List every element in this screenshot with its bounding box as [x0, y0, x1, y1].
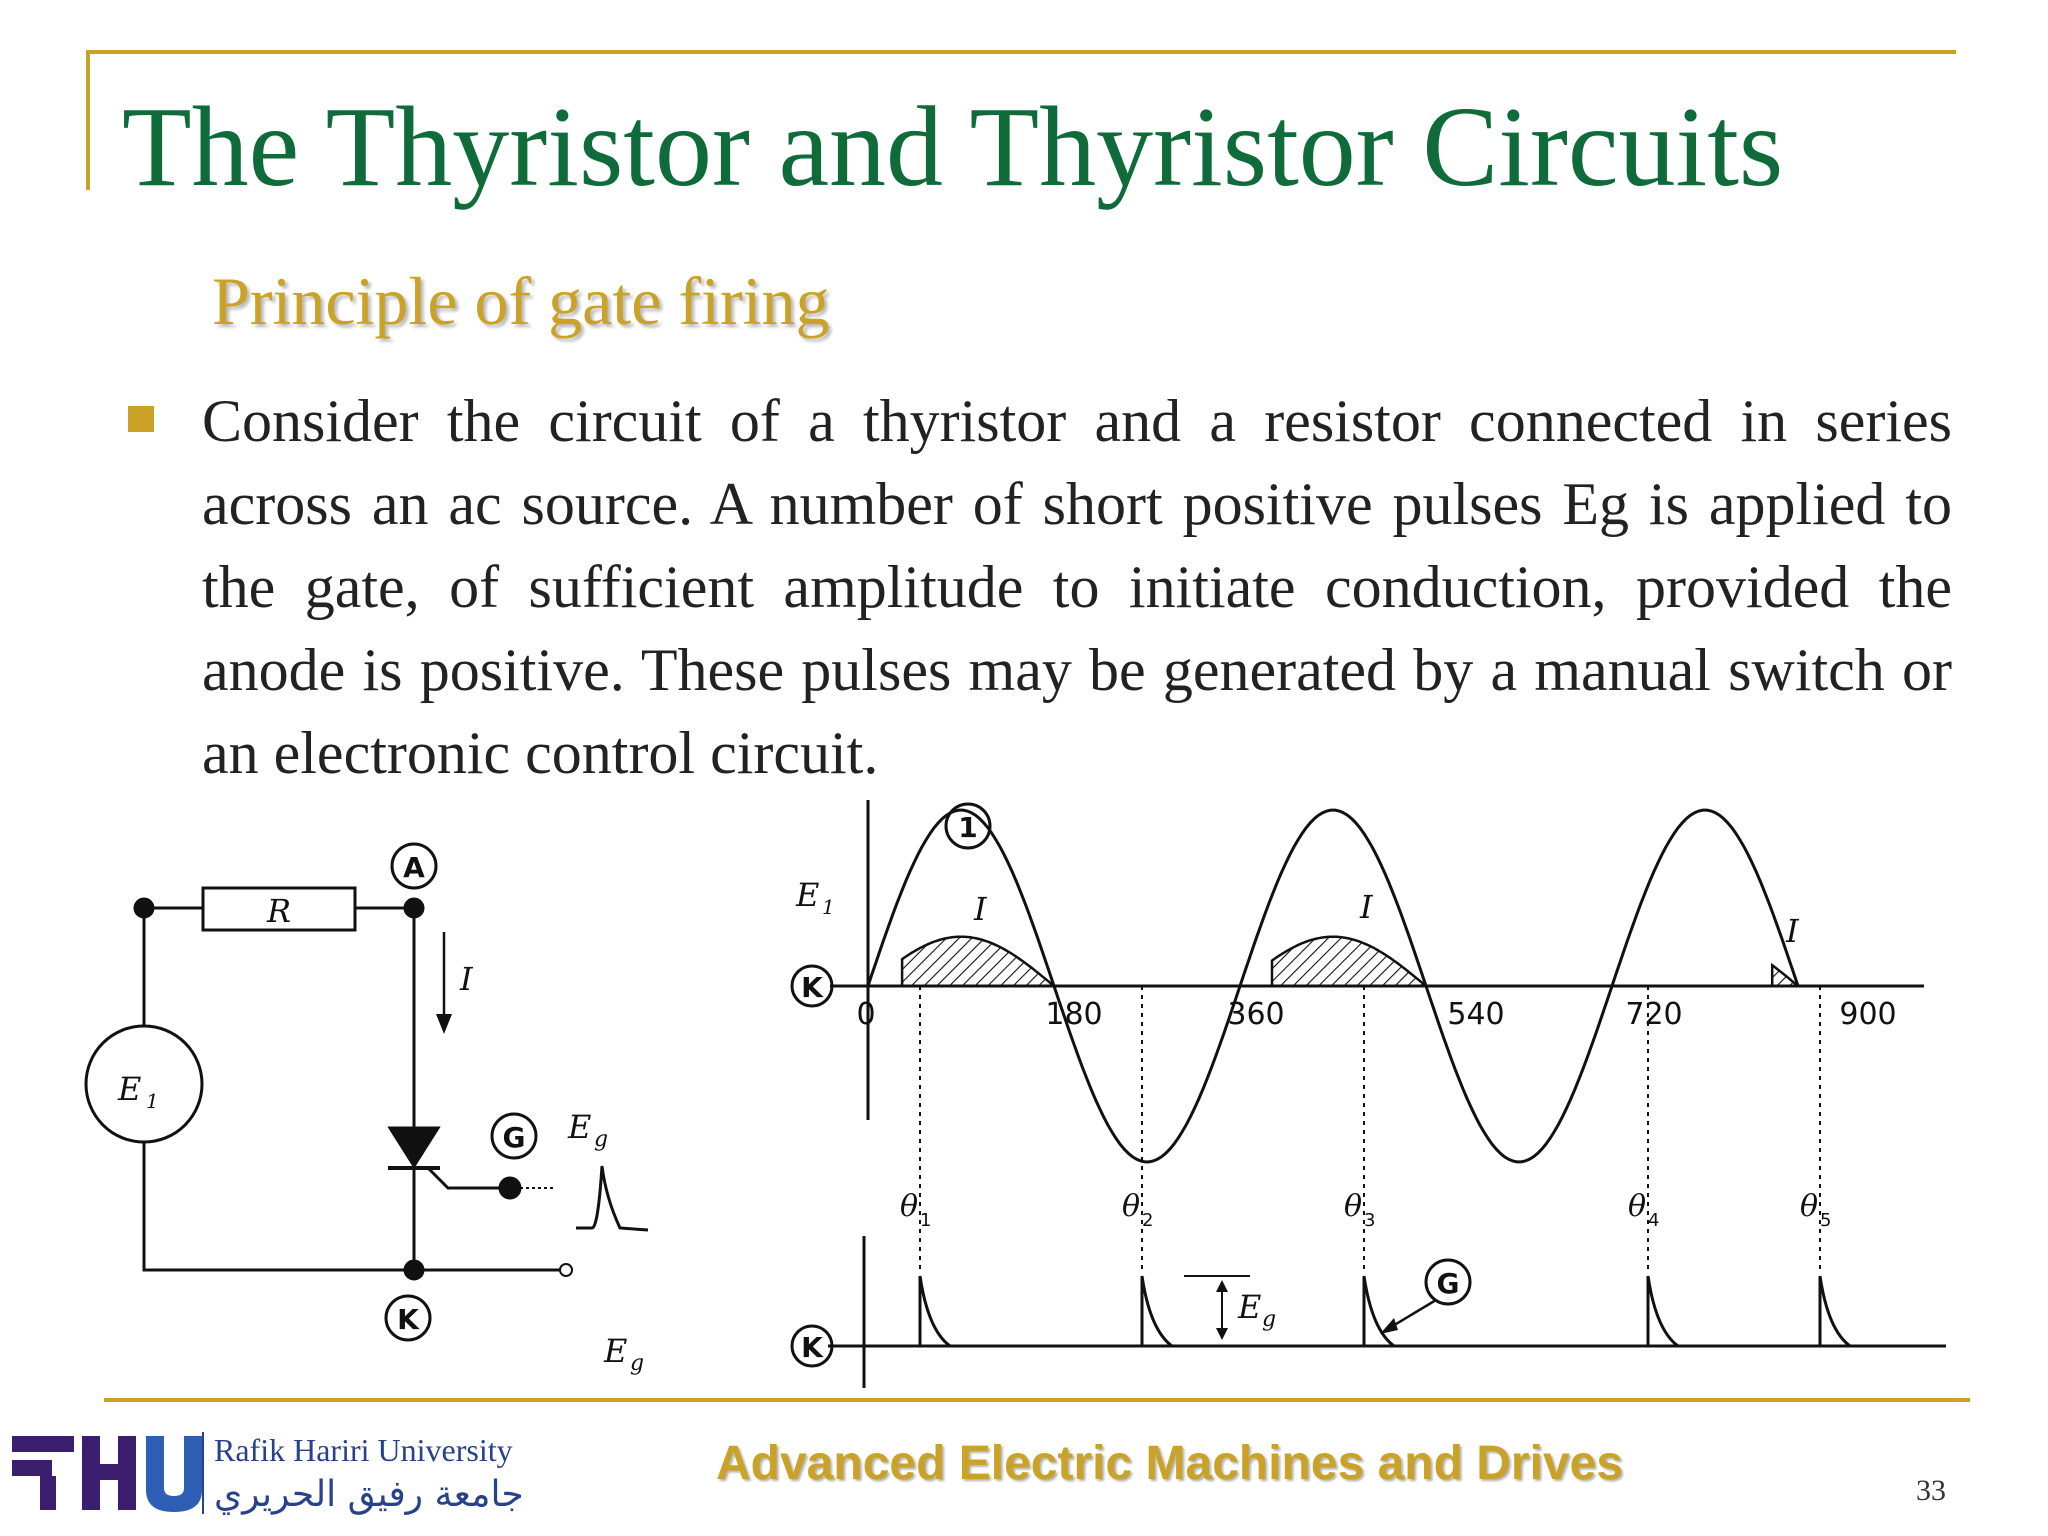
circuit-diagram [84, 842, 649, 1342]
slide-title: The Thyristor and Thyristor Circuits [122, 83, 1784, 210]
frame-left-rule [86, 50, 90, 190]
circuit-labels: R E 1 A G K I E g E g [117, 851, 644, 1376]
university-name-ar: جامعة رفيق الحريري [214, 1474, 524, 1515]
current-label-2: I [1359, 888, 1374, 926]
body-paragraph: Consider the circuit of a thyristor and … [202, 388, 1952, 786]
firing-dotted-lines [919, 986, 1821, 1272]
gate-pulse-waveform [576, 1165, 649, 1232]
gate-marker-circle [1424, 1258, 1472, 1306]
current-label-3: I [1785, 912, 1800, 950]
pulse-cathode-marker-circle [790, 1324, 834, 1368]
curve-marker-circle [944, 802, 992, 850]
frame-top-rule [86, 50, 1956, 54]
amplitude-arrow-up [1216, 1280, 1228, 1292]
firing-angle-1: θ [900, 1189, 918, 1224]
degree-tick-720: 720 [1625, 997, 1682, 1032]
source-sine-wave [866, 808, 1800, 1164]
current-label: I [459, 960, 474, 998]
gate-pulse-1 [918, 1275, 951, 1348]
amplitude-arrow-down [1216, 1328, 1228, 1340]
firing-angle-1-sub: 1 [920, 1210, 931, 1231]
degree-tick-180: 180 [1045, 997, 1102, 1032]
output-terminal [559, 1263, 573, 1277]
waveform-labels: E 1 1 K K G I I I E g [795, 811, 1800, 1364]
gate-pulse-2 [1140, 1275, 1173, 1348]
node-g-label: G [503, 1121, 526, 1154]
curve-marker-label: 1 [958, 811, 977, 844]
junction-top-left [133, 897, 155, 919]
node-a-label: A [403, 851, 425, 884]
junction-anode [403, 897, 425, 919]
wire-bottom [142, 1142, 562, 1272]
thyristor-symbol [387, 1126, 441, 1169]
pulse-cathode-label: K [801, 1331, 824, 1364]
gate-pulse-label-sub: g [594, 1127, 608, 1152]
amplitude-label: E [1237, 1288, 1261, 1326]
firing-angle-2: θ [1122, 1189, 1140, 1224]
degree-tick-360: 360 [1227, 997, 1284, 1032]
gate-pulse-5 [1818, 1275, 1851, 1348]
output-label: E [603, 1332, 627, 1370]
degree-tick-540: 540 [1447, 997, 1504, 1032]
university-logo [12, 1436, 202, 1512]
firing-angle-3: θ [1344, 1189, 1362, 1224]
resistor-label: R [266, 892, 291, 930]
source-label: E [117, 1070, 141, 1108]
current-arrowhead [436, 1014, 452, 1034]
firing-angle-5: θ [1800, 1189, 1818, 1224]
degree-tick-labels: 0 180 360 540 720 900 [856, 997, 1896, 1032]
page-number: 33 [1916, 1474, 1946, 1507]
gate-terminal-dot [498, 1176, 522, 1200]
bullet-marker [128, 406, 154, 432]
current-label-1: I [973, 890, 988, 928]
firing-angle-5-sub: 5 [1820, 1210, 1831, 1231]
firing-angle-4-sub: 4 [1648, 1210, 1659, 1231]
slide-subtitle: Principle of gate firing [212, 263, 830, 339]
gate-pulse-label: E [567, 1108, 591, 1146]
amplitude-label-sub: g [1262, 1307, 1276, 1332]
voltage-label-sub: 1 [822, 895, 835, 919]
conduction-region-2 [1270, 935, 1430, 988]
university-name-en: Rafik Hariri University [214, 1432, 513, 1468]
ac-source [84, 1024, 204, 1144]
output-label-sub: g [630, 1351, 644, 1376]
node-a-circle [390, 842, 438, 890]
resistor [201, 886, 357, 932]
gate-marker-arrowhead [1380, 1318, 1398, 1334]
conduction-region-3 [1770, 962, 1802, 988]
cathode-label: K [801, 971, 824, 1004]
logo-separator [202, 1432, 204, 1514]
firing-angle-3-sub: 3 [1364, 1210, 1375, 1231]
voltage-label: E [795, 876, 819, 914]
firing-angle-4: θ [1628, 1189, 1646, 1224]
gate-marker-label: G [1437, 1267, 1460, 1300]
cathode-marker-circle [790, 964, 834, 1008]
degree-tick-0: 0 [856, 997, 875, 1032]
footer-course-title: Advanced Electric Machines and Drives [716, 1437, 1624, 1490]
source-label-sub: 1 [146, 1089, 159, 1113]
waveform-diagram [790, 800, 1946, 1388]
gate-lead [426, 1166, 510, 1190]
firing-angle-2-sub: 2 [1142, 1210, 1153, 1231]
node-g-circle [490, 1112, 538, 1160]
node-k-circle [384, 1294, 432, 1342]
footer-rule [104, 1398, 1970, 1402]
gate-pulse-3 [1362, 1275, 1395, 1348]
degree-tick-900: 900 [1839, 997, 1896, 1032]
node-k-label: K [397, 1303, 420, 1336]
gate-pulse-4 [1646, 1275, 1679, 1348]
junction-cathode [403, 1259, 425, 1281]
conduction-region-1 [900, 935, 1058, 988]
